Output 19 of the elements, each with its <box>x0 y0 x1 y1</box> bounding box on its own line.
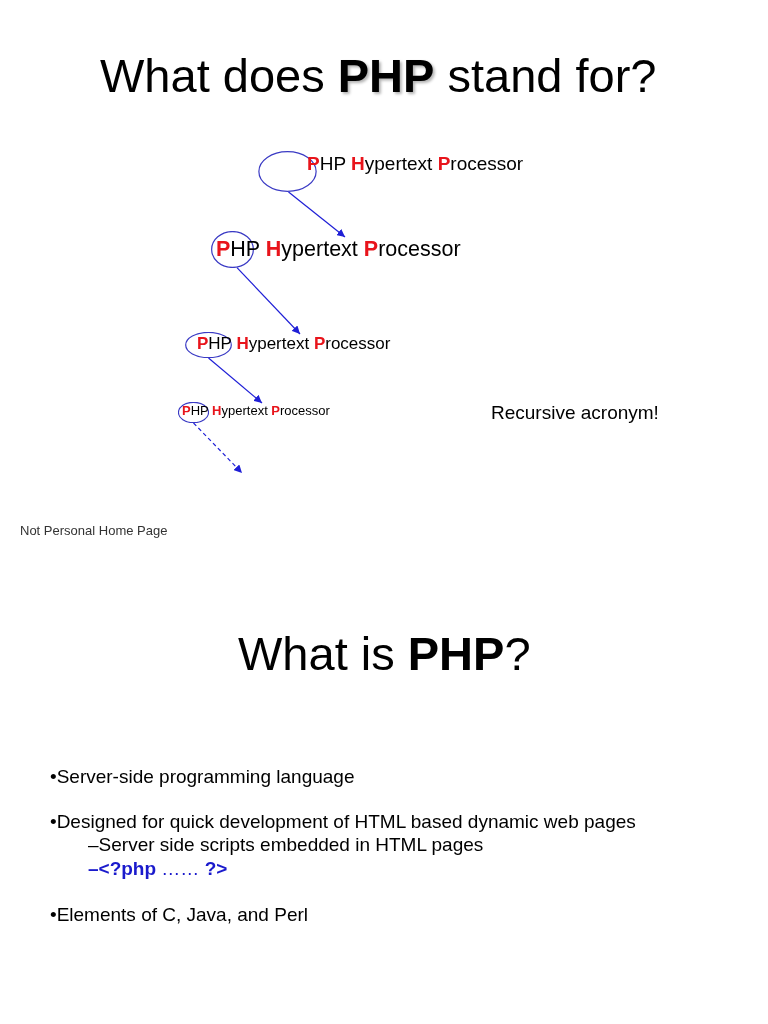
arrow <box>287 191 346 238</box>
bullet-item: •Elements of C, Java, and Perl <box>50 904 308 927</box>
annotation-text: Recursive acronym! <box>491 402 659 425</box>
ellipse-outline <box>258 151 317 192</box>
bullet-item: •Server-side programming language <box>50 766 355 789</box>
acronym-text: PHP Hypertext Processor <box>216 237 461 263</box>
arrow <box>236 267 301 335</box>
code-snippet: –<?php …… ?> <box>88 858 228 881</box>
bullet-item: •Designed for quick development of HTML based dynamic web pages <box>50 811 636 834</box>
sub-bullet-item: –Server side scripts embedded in HTML pages <box>88 834 484 857</box>
slide-title: What does PHP stand for? <box>100 48 657 104</box>
acronym-text: PHP Hypertext Processor <box>197 334 391 355</box>
dashed-arrow <box>192 422 243 474</box>
arrow <box>207 357 263 404</box>
footnote-text: Not Personal Home Page <box>20 523 168 539</box>
ellipse-outline <box>185 332 232 358</box>
ellipse-outline <box>178 402 209 423</box>
slide-heading: What is PHP? <box>238 626 531 682</box>
acronym-text: PHP Hypertext Processor <box>182 403 330 419</box>
